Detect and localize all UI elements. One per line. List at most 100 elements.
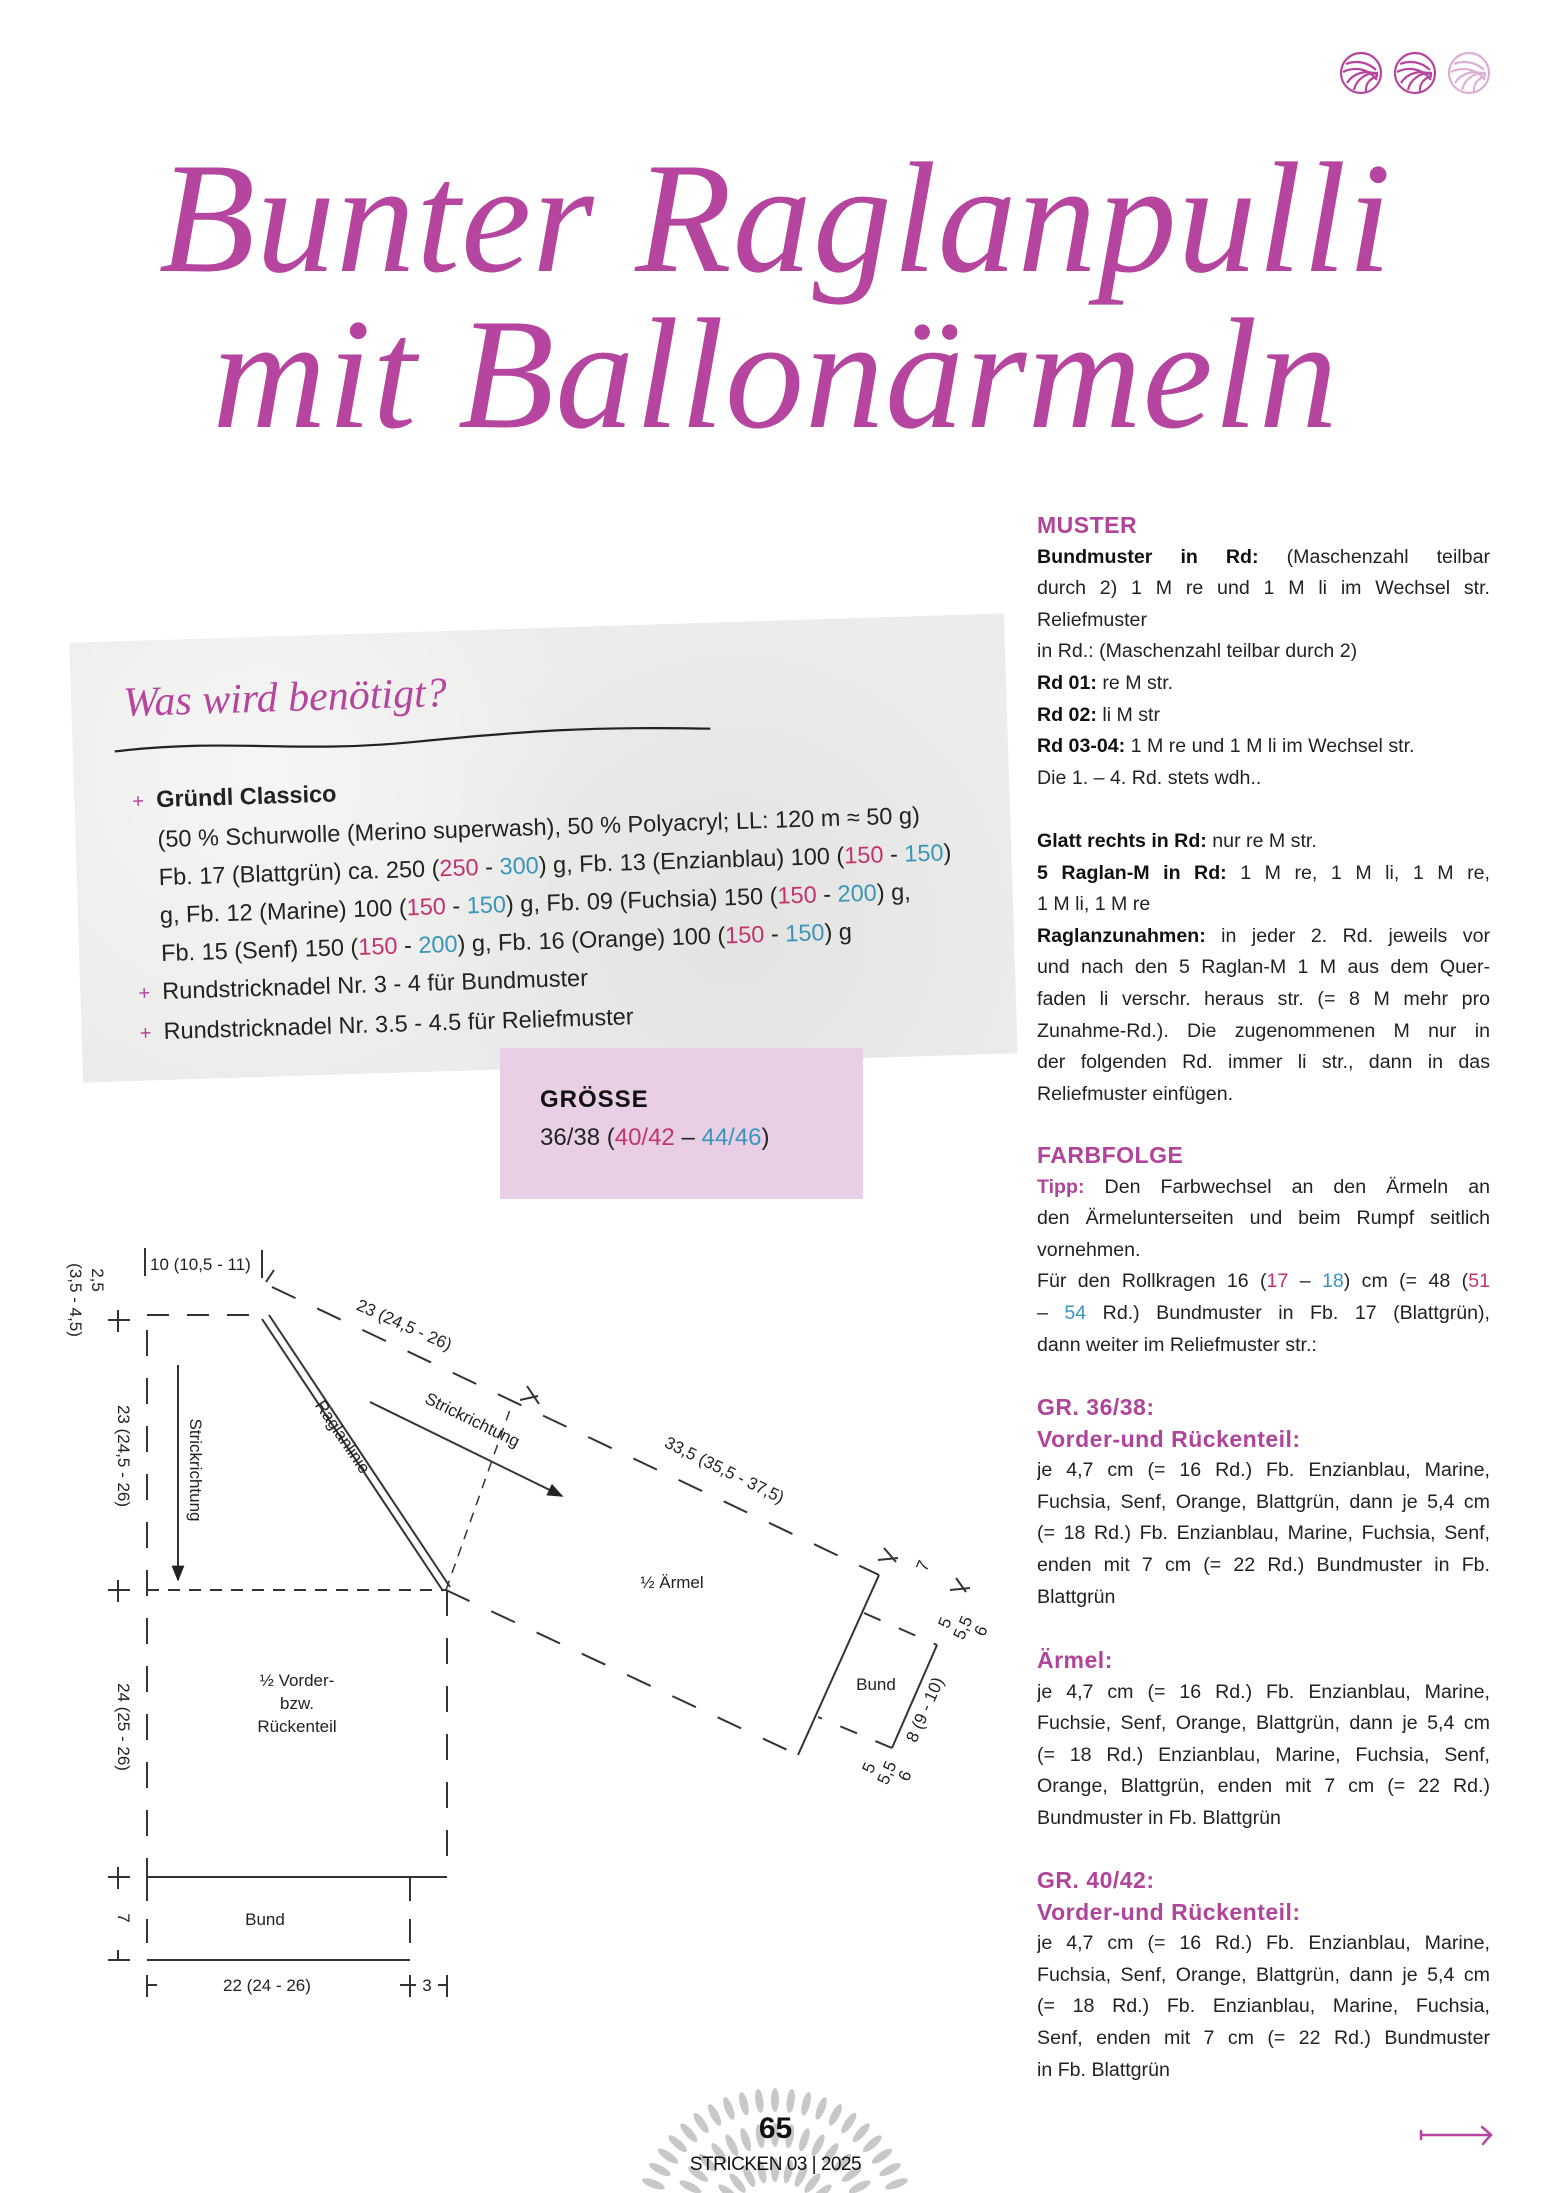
text-segment: Rundstricknadel Nr. 3.5 - 4.5 für Relief…	[163, 1003, 634, 1045]
text-line: faden li verschr. heraus str. (= 8 M meh…	[1037, 984, 1490, 1016]
body-label-1: ½ Vorder-	[260, 1671, 335, 1690]
sunburst-petal	[657, 2148, 679, 2164]
sunburst-petal	[642, 2178, 665, 2190]
text-segment: -	[445, 892, 468, 920]
size-box: GRÖSSE 36/38 (40/42 – 44/46)	[500, 1048, 863, 1199]
cuff-side-b-2: 5,5	[873, 1758, 900, 1787]
cuff-side-b-1: 5	[858, 1760, 879, 1776]
sunburst-petal	[725, 2134, 739, 2157]
yoke-height-label: 23 (24,5 - 26)	[114, 1405, 133, 1507]
arrow-right-icon[interactable]	[1418, 2122, 1496, 2148]
sunburst-petal	[698, 2153, 717, 2172]
text-line: Zunahme-Rd.). Die zugenommenen M nur in	[1037, 1016, 1490, 1048]
text-segment: dann weiter im Reliefmuster str.:	[1037, 1333, 1317, 1356]
text-line: Die 1. – 4. Rd. stets wdh..	[1037, 763, 1490, 795]
text-segment: -	[478, 853, 500, 881]
section-muster: MUSTER Bundmuster in Rd: (Maschenzahl te…	[1037, 510, 1490, 1110]
text-segment: -	[397, 931, 419, 959]
text-segment: 5 Raglan-M in Rd:	[1037, 861, 1227, 884]
sleeve-top-edge	[271, 1286, 880, 1576]
text-segment: Reliefmuster einfügen.	[1037, 1082, 1234, 1105]
sunburst-petal	[786, 2089, 795, 2113]
sunburst-petal	[688, 2166, 709, 2182]
plus-bullet-icon: +	[132, 790, 145, 813]
text-segment: Blattgrün	[1037, 1585, 1116, 1608]
muster-block-1: Bundmuster in Rd: (Maschenzahl teilbar du…	[1037, 542, 1490, 795]
text-segment: ) g,	[876, 878, 912, 906]
sunburst-petal	[649, 2162, 671, 2177]
text-line: durch 2) 1 M re und 1 M li im Wechsel st…	[1037, 573, 1490, 605]
text-segment: je 4,7 cm (= 16 Rd.) Fb. Enzianblau, Mar…	[1037, 1459, 1490, 1482]
muster-heading: MUSTER	[1037, 512, 1138, 538]
text-segment: 150	[784, 919, 825, 947]
sunburst-petal	[815, 2097, 827, 2120]
sleeve-cuff-end	[891, 1644, 938, 1749]
text-segment: li M str	[1096, 703, 1161, 726]
sunburst-petal	[794, 2164, 808, 2187]
sunburst-petal	[801, 2092, 811, 2116]
text-line: Tipp: Den Farbwechsel an den Ärmeln an	[1037, 1172, 1490, 1204]
text-segment: -	[883, 840, 905, 868]
text-segment: Fb. 17 (Blattgrün) ca. 250 (	[158, 855, 440, 891]
raglan-line-b	[268, 1314, 451, 1588]
text-segment: 150	[406, 893, 447, 921]
yarn-ball-icon	[1339, 51, 1383, 95]
text-line: Fuchsie, Senf, Orange, Blattgrün, dann j…	[1037, 1708, 1490, 1740]
text-line: und nach den 5 Raglan-M 1 M aus dem Quer…	[1037, 952, 1490, 984]
sunburst-petal	[783, 2159, 794, 2184]
text-segment: (Maschenzahl teilbar	[1258, 545, 1490, 568]
text-segment: nur re M str.	[1206, 829, 1317, 852]
sunburst-petal	[871, 2148, 893, 2164]
text-line: je 4,7 cm (= 16 Rd.) Fb. Enzianblau, Mar…	[1037, 1928, 1490, 1960]
sleeve-end-line	[797, 1574, 880, 1756]
text-line: (= 18 Rd.) Fb. Enzianblau, Marine, Fuchs…	[1037, 1991, 1490, 2023]
text-line: vornehmen.	[1037, 1235, 1490, 1267]
size-base: 36/38 (	[540, 1124, 615, 1151]
text-segment: faden li verschr. heraus str. (= 8 M meh…	[1037, 987, 1490, 1010]
text-segment: ) g, Fb. 09 (Fuchsia) 150 (	[505, 882, 778, 918]
sunburst-petal	[707, 2104, 722, 2126]
text-segment: -	[763, 920, 786, 948]
wavy-underline	[114, 726, 711, 753]
text-segment: Gründl Classico	[155, 780, 337, 813]
text-line: der folgenden Rd. immer li str., dann in…	[1037, 1047, 1490, 1079]
sunburst-decoration	[642, 2088, 908, 2193]
text-segment: Zunahme-Rd.). Die zugenommenen M nur in	[1037, 1019, 1490, 1042]
size-option-2: 40/42	[614, 1124, 675, 1151]
text-segment: (= 18 Rd.) Fb. Enzianblau, Marine, Fuchs…	[1037, 1522, 1490, 1545]
sunburst-petal	[804, 2173, 821, 2193]
knit-direction-body-label: Strickrichtung	[186, 1419, 205, 1522]
sunburst-petal	[879, 2162, 901, 2177]
aermel-heading: Ärmel:	[1037, 1647, 1113, 1673]
yarn-ball-icon	[1393, 51, 1437, 95]
body-label-2: bzw.	[280, 1694, 314, 1713]
body-label-3: Rückenteil	[257, 1717, 336, 1736]
neck-width-label: 10 (10,5 - 11)	[150, 1255, 251, 1274]
text-line: Blattgrün	[1037, 1582, 1490, 1614]
text-line: Rd 01: re M str.	[1037, 668, 1490, 700]
text-segment: 1 M re und 1 M li im Wechsel str.	[1125, 735, 1415, 758]
text-segment: Rd 03-04:	[1037, 735, 1126, 758]
body-cuff-height-label: 7	[114, 1913, 133, 1922]
sunburst-petal	[729, 2173, 746, 2193]
knit-direction-sleeve-label: Strickrichtung	[422, 1389, 523, 1451]
text-line: Fuchsia, Senf, Orange, Blattgrün, dann j…	[1037, 1960, 1490, 1992]
sunburst-petal	[711, 2143, 727, 2164]
text-line: in Fb. Blattgrün	[1037, 2055, 1490, 2087]
muster-block-2: Glatt rechts in Rd: nur re M str. 5 Ragla…	[1037, 826, 1490, 1110]
text-segment: Bundmuster in Rd:	[1037, 545, 1259, 568]
sunburst-petal	[755, 2124, 765, 2149]
text-segment: 150	[357, 932, 398, 960]
text-segment: Raglanzunahmen:	[1037, 924, 1206, 947]
text-segment: Glatt rechts in Rd:	[1037, 829, 1207, 852]
size-heading: GRÖSSE	[540, 1086, 649, 1113]
text-line: Rd 03-04: 1 M re und 1 M li im Wechsel s…	[1037, 731, 1490, 763]
sunburst-petal	[771, 2088, 779, 2112]
text-segment: (= 18 Rd.) Enzianblau, Marine, Fuchsia, …	[1037, 1743, 1490, 1766]
sleeve-seam-guide	[445, 1403, 513, 1591]
gr40-heading: GR. 40/42:	[1037, 1867, 1155, 1893]
raglan-length-label: 23 (24,5 - 26)	[354, 1296, 455, 1355]
sunburst-petal	[742, 2164, 756, 2187]
yarn-ball-icon-empty	[1447, 51, 1491, 95]
